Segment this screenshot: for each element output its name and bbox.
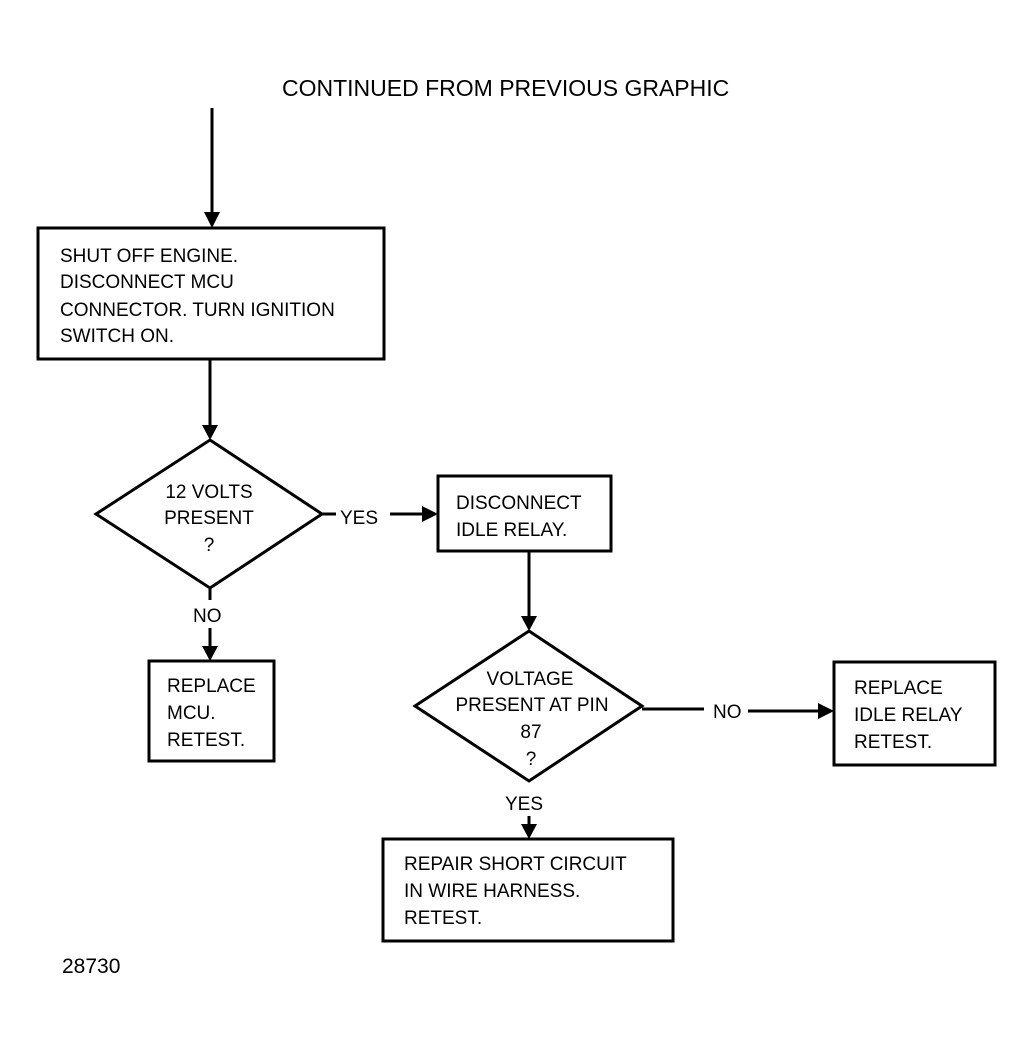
step-text-line: IDLE RELAY. (456, 520, 567, 541)
step-text-line: SWITCH ON. (60, 326, 174, 347)
voltage-at-pin-87-decision: VOLTAGE PRESENT AT PIN 87 ? (412, 629, 645, 783)
no-label: NO (713, 702, 742, 723)
decision-text-line: PRESENT (164, 508, 254, 529)
arrowhead (521, 824, 537, 839)
step-text-line: RETEST. (404, 908, 482, 929)
replace-mcu-step: REPLACE MCU. RETEST. (147, 659, 276, 763)
12-volts-present-decision: 12 VOLTS PRESENT ? (93, 438, 325, 590)
continued-from-previous-label: CONTINUED FROM PREVIOUS GRAPHIC (282, 75, 729, 101)
decision-text-line: PRESENT AT PIN (455, 695, 608, 716)
replace-idle-relay-step: REPLACE IDLE RELAY RETEST. (832, 660, 997, 767)
step-text-line: DISCONNECT MCU (60, 272, 234, 293)
step-text-line: CONNECTOR. TURN IGNITION (60, 300, 335, 321)
yes-label: YES (340, 508, 378, 529)
step-text-line: RETEST. (167, 730, 245, 751)
decision-text-line: 87 (520, 722, 541, 743)
step-text-line: IDLE RELAY (854, 705, 963, 726)
decision-text-line: ? (526, 749, 537, 770)
arrowhead (818, 703, 834, 719)
arrowhead (422, 506, 438, 522)
arrowhead (521, 616, 537, 631)
arrowhead (202, 646, 218, 661)
step-text-line: SHUT OFF ENGINE. (60, 246, 238, 267)
step-text-line: DISCONNECT (456, 493, 582, 514)
incoming-arrowhead (204, 212, 220, 228)
shut-off-engine-step: SHUT OFF ENGINE. DISCONNECT MCU CONNECTO… (36, 226, 386, 361)
step-text-line: REPLACE (167, 676, 256, 697)
decision-text-line: 12 VOLTS (165, 482, 252, 503)
arrowhead (202, 425, 218, 440)
step-text-line: REPLACE (854, 678, 943, 699)
repair-short-circuit-step: REPAIR SHORT CIRCUIT IN WIRE HARNESS. RE… (381, 837, 675, 943)
disconnect-idle-relay-step: DISCONNECT IDLE RELAY. (436, 474, 613, 553)
step-text-line: RETEST. (854, 732, 932, 753)
step-text-line: IN WIRE HARNESS. (404, 881, 580, 902)
step-text-line: MCU. (167, 703, 216, 724)
no-label: NO (193, 606, 222, 627)
yes-label: YES (505, 794, 543, 815)
step-text-line: REPAIR SHORT CIRCUIT (404, 854, 627, 875)
decision-text-line: VOLTAGE (487, 669, 574, 690)
figure-number: 28730 (62, 955, 120, 978)
decision-text-line: ? (204, 535, 215, 556)
